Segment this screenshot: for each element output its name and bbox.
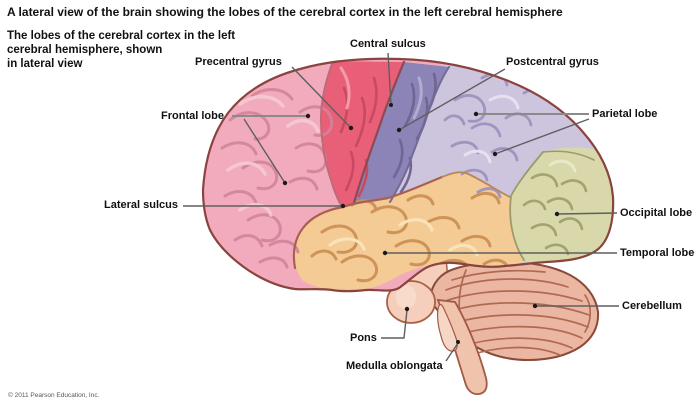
copyright-text: © 2011 Pearson Education, Inc. (8, 392, 100, 399)
precentral-highlight (339, 66, 351, 110)
frontal-gyri (220, 88, 334, 269)
temporal-lobe-region (293, 172, 524, 291)
leader-occipital-lobe (556, 212, 618, 215)
label-temporal-lobe: Temporal lobe (620, 247, 695, 259)
label-parietal-lobe: Parietal lobe (592, 108, 658, 120)
precentral-gyrus-region (321, 61, 404, 207)
caption-line-3: in lateral view (7, 58, 83, 70)
label-precentral-gyrus: Precentral gyrus (195, 56, 282, 68)
leader-precentral-gyrus (291, 66, 352, 129)
cerebrum-outline (201, 57, 615, 293)
label-cerebellum: Cerebellum (622, 300, 682, 312)
caption-line-1: The lobes of the cerebral cortex in the … (7, 30, 236, 42)
pons-region (386, 280, 436, 324)
leader-parietal-lobe-b (494, 118, 590, 155)
parietal-gyri-highlights (463, 94, 520, 164)
leader-postcentral-gyrus (398, 68, 506, 131)
leader-central-sulcus (387, 52, 392, 105)
label-occipital-lobe: Occipital lobe (620, 207, 693, 219)
occipital-lobe-region (509, 147, 614, 268)
label-postcentral-gyrus: Postcentral gyrus (506, 56, 599, 68)
occipital-gyri (522, 173, 588, 256)
occipital-highlight (548, 159, 577, 173)
leader-frontal-lobe-b (243, 118, 286, 184)
leader-pons (381, 309, 408, 339)
label-central-sulcus: Central sulcus (350, 38, 426, 50)
label-medulla-oblongata: Medulla oblongata (346, 360, 443, 372)
postcentral-highlight (412, 76, 423, 120)
leader-lines (183, 52, 619, 362)
label-pons: Pons (350, 332, 377, 344)
parietal-gyri (443, 72, 551, 199)
figure-caption: The lobes of the cerebral cortex in the … (7, 29, 235, 71)
label-frontal-lobe: Frontal lobe (161, 110, 224, 122)
leader-medulla (445, 342, 459, 362)
frontal-gyri-highlights (226, 95, 320, 217)
page-title: A lateral view of the brain showing the … (7, 5, 563, 19)
sulci-creases (292, 60, 595, 270)
medulla-region (436, 298, 488, 395)
caption-line-2: cerebral hemisphere, shown (7, 44, 163, 56)
label-lateral-sulcus: Lateral sulcus (104, 199, 178, 211)
